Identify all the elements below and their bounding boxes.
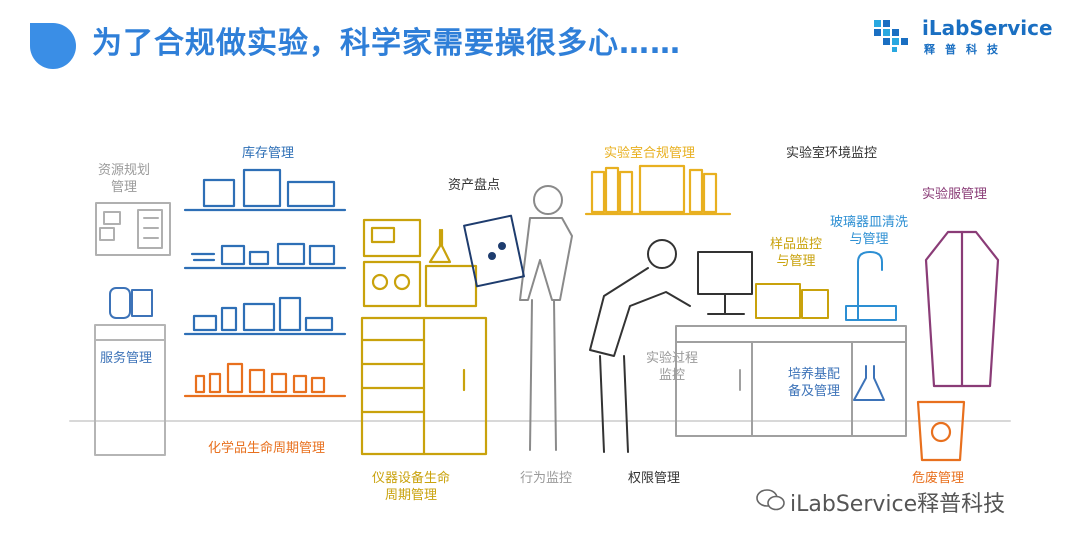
- label-chem-lifecycle: 化学品生命周期管理: [208, 441, 326, 456]
- sample-device: [755, 283, 829, 319]
- compliance-binders: [584, 164, 732, 216]
- label-media-prep: 培养基配 备及管理: [788, 367, 841, 399]
- scientist-standing: [519, 185, 573, 451]
- label-asset-count: 资产盘点: [448, 178, 501, 193]
- label-gown: 实验服管理: [922, 187, 988, 202]
- label-hazard-waste: 危废管理: [912, 471, 965, 486]
- droplet-icon: [30, 23, 76, 69]
- logo-mark-icon: [874, 20, 908, 52]
- label-sample-monitor: 样品监控 与管理: [770, 237, 823, 269]
- glass-washer: [845, 251, 897, 321]
- planning-board: [95, 202, 171, 256]
- logo-name: iLabService: [922, 16, 1053, 40]
- label-service: 服务管理: [100, 351, 153, 366]
- label-glassware: 玻璃器皿清洗 与管理: [830, 215, 909, 247]
- label-permission: 权限管理: [628, 471, 681, 486]
- chemical-shelf: [183, 362, 347, 398]
- label-env-monitor: 实验室环境监控: [786, 146, 878, 161]
- logo-subtitle: 释普科技: [924, 43, 1008, 56]
- label-compliance: 实验室合规管理: [604, 146, 696, 161]
- label-behavior: 行为监控: [520, 471, 573, 486]
- tablet-chart: [463, 214, 525, 288]
- lab-bench: [675, 325, 907, 437]
- instrument-cabinet: [360, 218, 488, 456]
- culture-flask: [853, 365, 885, 401]
- hazard-bin: [916, 400, 966, 462]
- page-title: 为了合规做实验，科学家需要操很多心……: [92, 26, 681, 61]
- scientist-seated: [589, 239, 691, 453]
- monitor: [697, 251, 753, 315]
- label-process-monitor: 实验过程 监控: [646, 351, 699, 383]
- watermark-text: iLabService释普科技: [790, 492, 1006, 517]
- wechat-icon: [756, 489, 785, 511]
- inventory-shelves: [183, 168, 347, 336]
- label-inventory: 库存管理: [242, 146, 295, 161]
- brand-logo: iLabService 释普科技: [872, 14, 1062, 60]
- lab-coat: [924, 230, 1000, 388]
- label-resource-planning: 资源规划 管理: [98, 163, 151, 195]
- service-desk: [94, 287, 166, 456]
- label-instrument-lifecycle: 仪器设备生命 周期管理: [372, 471, 451, 503]
